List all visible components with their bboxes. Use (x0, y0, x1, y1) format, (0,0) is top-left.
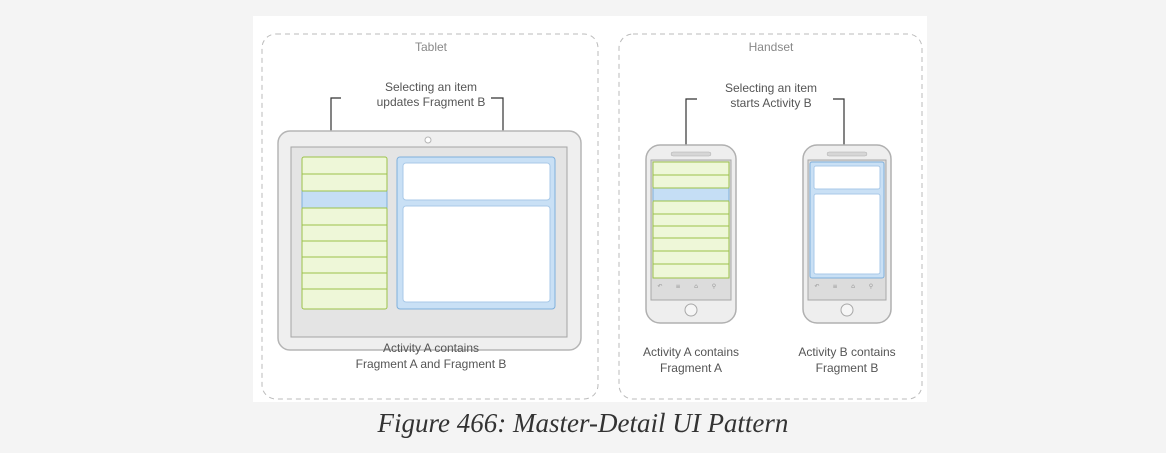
tablet-fragment-b (396, 156, 556, 310)
handset-callout-arrow (833, 98, 849, 160)
phone-a-selected-list-item[interactable] (652, 187, 730, 202)
phone-b-speaker (826, 151, 868, 157)
phone-b-detail-body (813, 193, 881, 275)
tablet-camera (424, 136, 432, 144)
handset-callout-line1: Selecting an item (725, 81, 817, 95)
phone-b-detail-header (813, 165, 881, 190)
svg-text:⚲: ⚲ (869, 283, 873, 290)
tablet-caption-line2: Fragment A and Fragment B (356, 357, 507, 371)
phone-a-device: ↶ ≡ ⌂ ⚲ (645, 144, 737, 324)
master-detail-diagram: Tablet Selecting an item updates Fragmen… (261, 33, 923, 400)
tablet-detail-header (402, 162, 551, 201)
tablet-fragment-a (301, 156, 388, 310)
phone-a-caption-line1: Activity A contains (643, 345, 739, 359)
handset-section: Handset Selecting an item starts Activit… (618, 33, 923, 400)
svg-text:↶: ↶ (657, 283, 662, 290)
figure-caption: Figure 466: Master-Detail UI Pattern (377, 408, 789, 438)
svg-text:≡: ≡ (832, 283, 837, 290)
svg-text:≡: ≡ (675, 283, 680, 290)
phone-b-nav-bar: ↶ ≡ ⌂ ⚲ (814, 283, 873, 290)
handset-callout-line2: starts Activity B (730, 96, 811, 110)
tablet-section: Tablet Selecting an item updates Fragmen… (261, 33, 599, 400)
phone-b-caption-line1: Activity B contains (798, 345, 895, 359)
phone-a-caption-line2: Fragment A (660, 361, 722, 375)
handset-section-border (618, 33, 923, 400)
figure-panel: Tablet Selecting an item updates Fragmen… (253, 16, 927, 402)
tablet-device (277, 130, 582, 351)
phone-b-caption-line2: Fragment B (816, 361, 879, 375)
handset-section-label: Handset (749, 40, 794, 54)
svg-text:⌂: ⌂ (851, 283, 855, 290)
tablet-section-label: Tablet (415, 40, 448, 54)
svg-text:↶: ↶ (814, 283, 819, 290)
phone-b-device: ↶ ≡ ⌂ ⚲ (802, 144, 892, 324)
tablet-selected-list-item[interactable] (301, 190, 388, 209)
phone-a-nav-bar: ↶ ≡ ⌂ ⚲ (657, 283, 716, 290)
tablet-callout-line1: Selecting an item (385, 80, 477, 94)
tablet-caption-line1: Activity A contains (383, 341, 479, 355)
tablet-detail-body (402, 205, 551, 303)
svg-text:⚲: ⚲ (712, 283, 716, 290)
phone-a-fragment-a (652, 161, 730, 279)
tablet-section-border (261, 33, 599, 400)
svg-text:⌂: ⌂ (694, 283, 698, 290)
phone-a-speaker (670, 151, 712, 157)
tablet-callout-line2: updates Fragment B (377, 95, 486, 109)
phone-b-fragment-b (809, 161, 885, 279)
phone-b-home-button[interactable] (840, 303, 854, 317)
phone-a-home-button[interactable] (684, 303, 698, 317)
